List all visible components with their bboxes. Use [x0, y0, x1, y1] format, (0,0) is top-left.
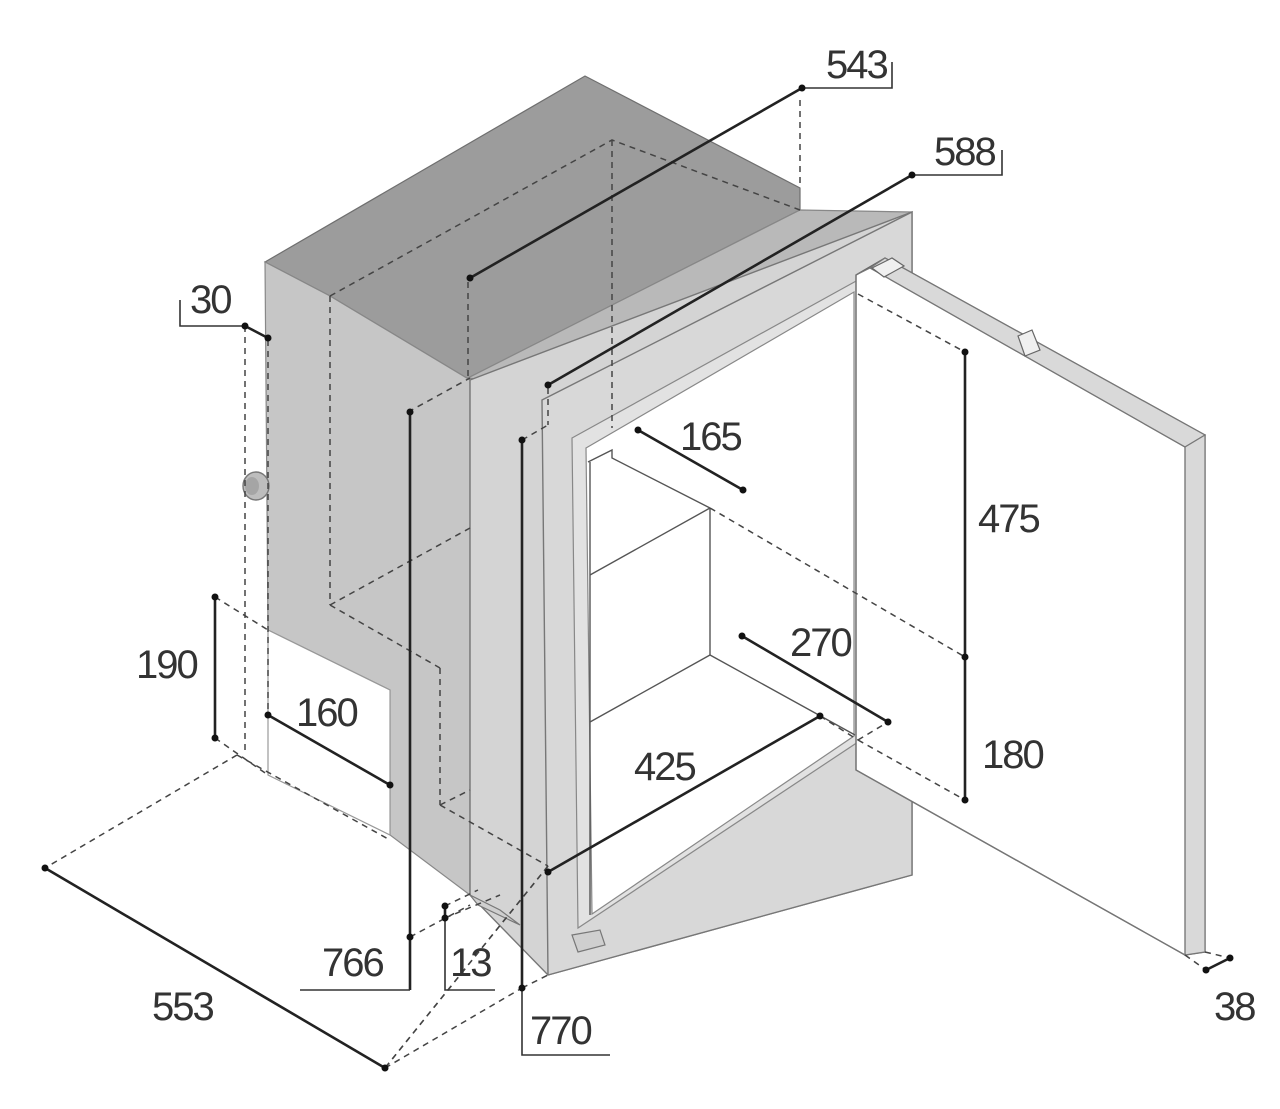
interior-details	[587, 448, 856, 915]
base-plate	[469, 894, 521, 926]
label-425: 425	[634, 745, 695, 789]
hidden-edges	[44, 100, 1231, 1069]
open-door	[855, 257, 1207, 957]
rear-pipe-end	[245, 477, 259, 495]
label-38: 38	[1214, 985, 1255, 1029]
label-190: 190	[136, 643, 197, 687]
label-180: 180	[982, 733, 1043, 777]
cabinet-step-notch	[267, 629, 391, 836]
door-side	[1184, 433, 1206, 956]
dimension-lines	[44, 62, 1231, 1070]
label-770: 770	[530, 1009, 591, 1053]
label-30: 30	[190, 278, 231, 322]
label-553: 553	[152, 985, 213, 1029]
dimension-labels: 543 588 30 165 475 270 180 190 160 425 7…	[136, 43, 1257, 1053]
label-160: 160	[296, 691, 357, 735]
label-165: 165	[680, 415, 741, 459]
label-543: 543	[826, 43, 887, 87]
door-gasket	[855, 267, 1186, 957]
label-13: 13	[450, 941, 491, 985]
cabinet-body	[242, 75, 913, 897]
front-frame	[469, 210, 913, 976]
label-588: 588	[934, 130, 995, 174]
door-hinge	[870, 257, 906, 278]
label-270: 270	[790, 621, 851, 665]
label-475: 475	[978, 497, 1039, 541]
dimension-dots	[41, 84, 1234, 1072]
door-latch	[1017, 329, 1041, 357]
frame-foot	[571, 929, 606, 953]
label-766: 766	[322, 941, 383, 985]
